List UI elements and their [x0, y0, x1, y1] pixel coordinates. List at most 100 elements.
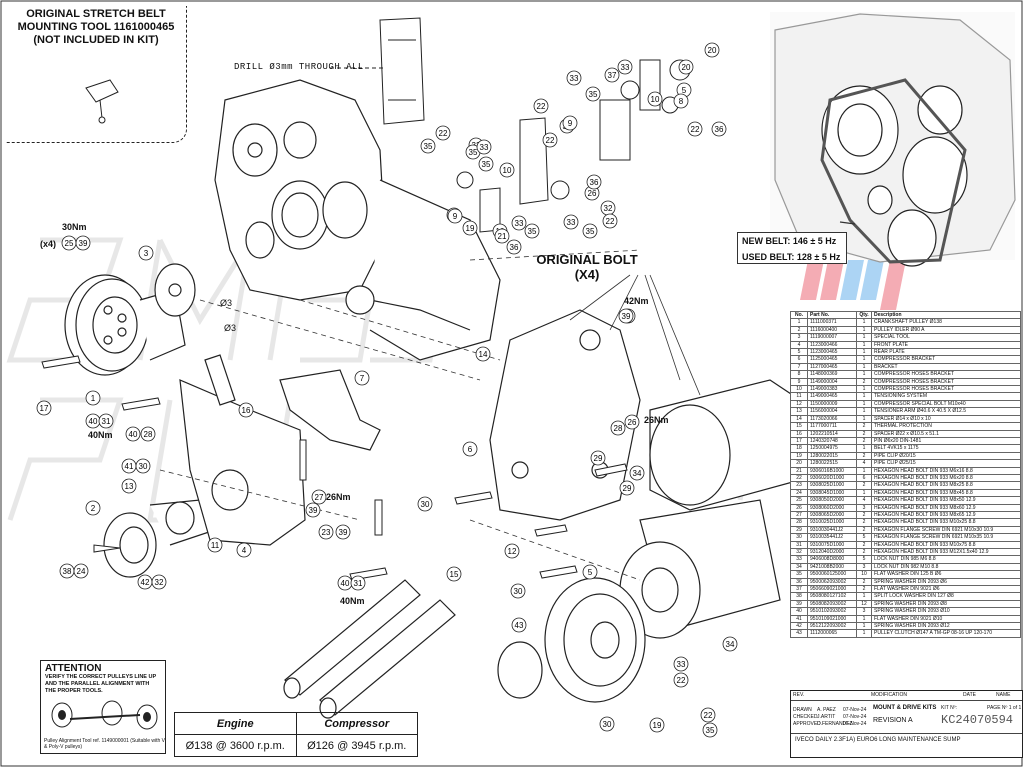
svg-text:34: 34	[633, 469, 642, 478]
callout-41: 41	[121, 458, 137, 474]
callout-33: 33	[617, 59, 633, 75]
compressor-header: Compressor	[295, 712, 418, 735]
attention-box: ATTENTION VERIFY THE CORRECT PULLEYS LIN…	[40, 660, 166, 754]
diameter-3-b: Ø3	[220, 298, 233, 308]
assembly-lines	[159, 249, 641, 581]
callout-35: 35	[585, 86, 601, 102]
svg-text:3: 3	[144, 249, 149, 258]
svg-text:33: 33	[515, 219, 524, 228]
callout-10: 10	[499, 162, 515, 178]
svg-text:40: 40	[89, 417, 98, 426]
spacers	[204, 354, 236, 406]
drill-detail	[330, 17, 425, 125]
used-belt-frequency: USED BELT: 128 ± 5 Hz	[742, 252, 841, 262]
callout-22: 22	[435, 125, 451, 141]
attention-body: VERIFY THE CORRECT PULLEYS LINE UP AND T…	[45, 674, 157, 694]
svg-text:31: 31	[354, 579, 363, 588]
diameter-3-a: Ø3	[224, 323, 237, 333]
svg-text:36: 36	[590, 178, 599, 187]
svg-text:15: 15	[450, 570, 459, 579]
callout-22: 22	[673, 672, 689, 688]
svg-text:19: 19	[653, 721, 662, 730]
callout-5: 5	[582, 564, 598, 580]
svg-text:31: 31	[102, 417, 111, 426]
svg-text:30: 30	[514, 587, 523, 596]
crankshaft-pulley	[64, 274, 186, 376]
callout-35: 35	[702, 722, 718, 738]
svg-text:22: 22	[677, 676, 686, 685]
callout-9: 9	[562, 115, 578, 131]
stretch-tool-drawing	[85, 79, 119, 124]
svg-text:35: 35	[469, 148, 478, 157]
svg-text:9: 9	[568, 119, 573, 128]
svg-text:17: 17	[40, 404, 49, 413]
callout-22: 22	[687, 121, 703, 137]
svg-text:25: 25	[65, 239, 74, 248]
callout-36: 36	[711, 121, 727, 137]
tb-kit-label: KIT Nº:	[941, 705, 957, 711]
torque-26nm-right: 26Nm	[644, 415, 669, 425]
tb-page: PAGE Nº 1 of 1	[987, 705, 1022, 711]
torque-x4: (x4)	[40, 239, 57, 249]
thermal-protection-sleeves	[283, 579, 456, 719]
svg-text:33: 33	[480, 143, 489, 152]
svg-text:35: 35	[589, 90, 598, 99]
svg-text:32: 32	[155, 578, 164, 587]
support-bracket	[279, 369, 381, 451]
svg-text:36: 36	[715, 125, 724, 134]
alignment-tool-icon	[51, 700, 158, 730]
callout-30: 30	[135, 458, 151, 474]
callout-15: 15	[446, 566, 462, 582]
callout-29: 29	[619, 480, 635, 496]
svg-text:33: 33	[677, 660, 686, 669]
svg-text:20: 20	[682, 63, 691, 72]
tb-description: IVECO DAILY 2.3F1A) EURO6 LONG MAINTENAN…	[795, 737, 961, 743]
svg-text:32: 32	[604, 204, 613, 213]
callout-33: 33	[563, 214, 579, 230]
callout-40: 40	[125, 426, 141, 442]
svg-text:30: 30	[603, 720, 612, 729]
svg-text:2: 2	[91, 504, 96, 513]
callout-20: 20	[704, 42, 720, 58]
callout-39: 39	[75, 235, 91, 251]
callout-42: 42	[137, 574, 153, 590]
callout-8: 8	[673, 93, 689, 109]
tb-name: NAME	[996, 692, 1011, 698]
special-tool-plate	[154, 263, 196, 317]
callout-30: 30	[599, 716, 615, 732]
callout-33: 33	[511, 215, 527, 231]
ac-compressor	[619, 379, 801, 639]
callout-group: 2035333733202235103358223622223591035333…	[36, 42, 838, 738]
svg-text:35: 35	[706, 726, 715, 735]
callout-3: 3	[138, 245, 154, 261]
callout-33: 33	[673, 656, 689, 672]
svg-text:35: 35	[424, 142, 433, 151]
svg-text:10: 10	[503, 166, 512, 175]
callout-32: 32	[151, 574, 167, 590]
svg-text:30: 30	[139, 462, 148, 471]
svg-text:40: 40	[129, 430, 138, 439]
svg-text:39: 39	[339, 528, 348, 537]
svg-text:35: 35	[482, 160, 491, 169]
